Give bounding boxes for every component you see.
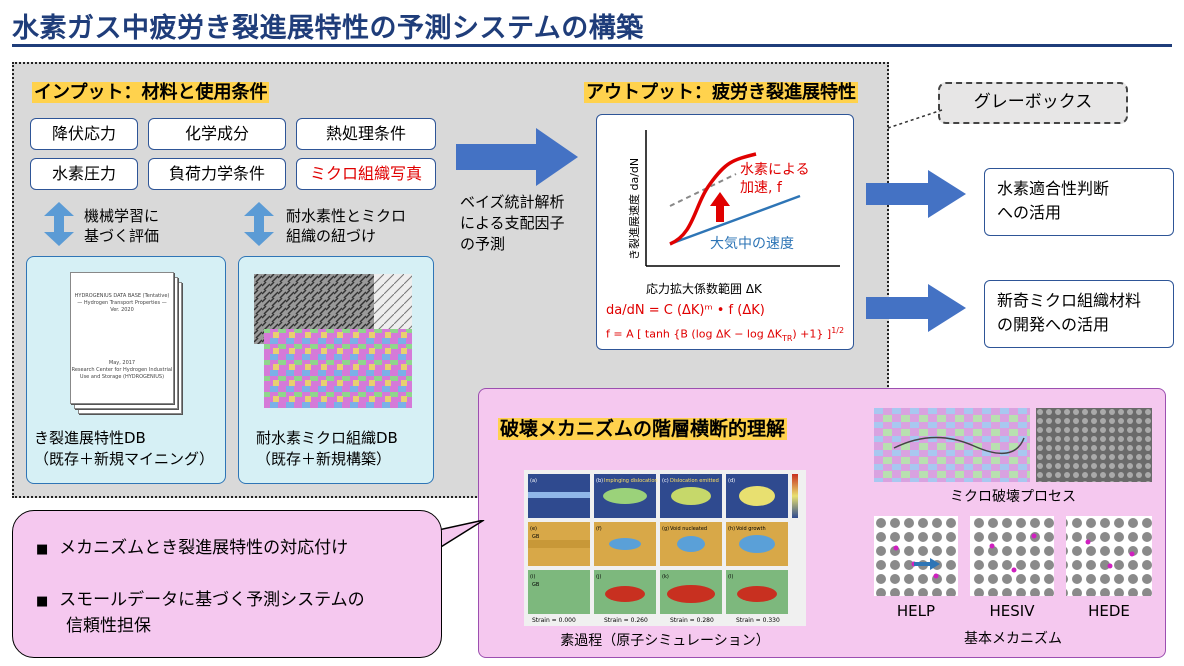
chart-axes: [645, 130, 840, 267]
hydrogen-acceleration-label-2: 加速, f: [740, 180, 783, 196]
micro-fracture-images: [874, 408, 1152, 482]
mechanism-hesiv-label: HESIV: [989, 602, 1035, 620]
svg-text:(a): (a): [530, 478, 537, 484]
simulation-row-1: [528, 474, 798, 518]
gray-box-label: グレーボックス: [938, 82, 1128, 124]
chart-ylabel: き裂進展速度 da/dN: [627, 158, 641, 260]
output-heading: アウトプット：疲労き裂進展特性: [584, 82, 858, 103]
bidirectional-arrow-icon: [244, 202, 274, 246]
bullet-small-data-reliability: ■ スモールデータに基づく予測システムの 信頼性担保: [36, 590, 365, 636]
help-lattice: [874, 516, 958, 596]
svg-text:Dislocation emitted: Dislocation emitted: [670, 478, 719, 484]
svg-text:(l): (l): [728, 574, 733, 580]
air-rate-line: [669, 194, 801, 246]
callout-bubble: [12, 510, 442, 658]
svg-text:(b): (b): [596, 478, 603, 484]
microstructure-note: 耐水素性とミクロ組織の紐づけ: [286, 207, 407, 245]
crack-growth-chart-box: [596, 114, 854, 350]
simulation-row-3: [528, 570, 788, 614]
svg-text:(i): (i): [530, 574, 535, 580]
svg-text:(k): (k): [662, 574, 669, 580]
title-underline: [12, 44, 1172, 47]
svg-text:Void growth: Void growth: [736, 526, 766, 532]
condition-microstructure-photo: ミクロ組織写真: [296, 158, 436, 190]
atomic-simulation-image: (a) (b) (c) (d) (e) (f) (g) (h) (i) (j) …: [524, 470, 806, 626]
micro-fracture-caption: ミクロ破壊プロセス: [950, 489, 1076, 505]
svg-text:Void nucleated: Void nucleated: [670, 526, 707, 532]
condition-chemical-composition: 化学成分: [148, 118, 286, 150]
svg-text:(f): (f): [596, 526, 602, 532]
database-document-icon: HYDROGENIUS DATA BASE (Tentative) — Hydr…: [70, 272, 174, 404]
bullet-mechanism-correlation: ■ メカニズムとき裂進展特性の対応付け: [36, 538, 349, 558]
svg-text:Strain = 0.280: Strain = 0.280: [670, 617, 714, 624]
svg-text:(h): (h): [728, 526, 735, 532]
hydrogen-rate-curve: [669, 152, 757, 246]
right-arrow-icon: [866, 284, 966, 332]
microstructure-db-label: 耐水素ミクロ組織DB（既存＋新規構築）: [256, 429, 398, 468]
input-heading: インプット：材料と使用条件: [32, 82, 270, 103]
right-arrow-icon: [866, 170, 966, 218]
equation-2: f = A [ tanh {B (log ΔK − log ΔKTR) +1} …: [606, 326, 845, 343]
basic-mechanism-caption: 基本メカニズム: [964, 631, 1062, 647]
svg-text:(c): (c): [662, 478, 669, 484]
condition-yield-stress: 降伏応力: [30, 118, 138, 150]
crack-growth-db-label: き裂進展特性DB（既存＋新規マイニング）: [34, 429, 215, 468]
crack-growth-schematic-chart: 水素による 加速, f 大気中の速度 き裂進展速度 da/dN: [627, 130, 840, 267]
svg-text:Strain = 0.260: Strain = 0.260: [604, 617, 648, 624]
mechanism-title: 破壊メカニズムの階層横断的理解: [498, 418, 788, 440]
svg-text:Impinging dislocation: Impinging dislocation: [604, 478, 658, 484]
equation-1: da/dN = C (ΔK)ᵐ • f (ΔK): [606, 303, 765, 318]
svg-text:(j): (j): [596, 574, 601, 580]
hydrogen-acceleration-label-1: 水素による: [740, 162, 810, 178]
svg-text:(d): (d): [728, 478, 735, 484]
use-new-microstructure: 新奇ミクロ組織材料の開発への活用: [984, 280, 1174, 348]
svg-text:(e): (e): [530, 526, 537, 532]
right-arrow-icon: [456, 128, 578, 186]
svg-text:GB: GB: [532, 534, 540, 540]
analysis-note: ベイズ統計解析による支配因子の予測: [460, 193, 565, 253]
svg-text:(g): (g): [662, 526, 669, 532]
mechanism-lattice-images: [874, 516, 1152, 596]
chart-xlabel: 応力拡大係数範囲 ΔK: [646, 282, 762, 296]
condition-heat-treatment: 熱処理条件: [296, 118, 436, 150]
ml-note: 機械学習に基づく評価: [84, 207, 160, 245]
microstructure-images: [254, 274, 412, 408]
air-rate-label: 大気中の速度: [710, 236, 794, 252]
page-title: 水素ガス中疲労き裂進展特性の予測システムの構築: [12, 13, 644, 44]
svg-text:Strain = 0.330: Strain = 0.330: [736, 617, 780, 624]
mechanism-help-label: HELP: [896, 602, 936, 620]
hesiv-lattice: [970, 516, 1054, 596]
condition-loading: 負荷力学条件: [148, 158, 286, 190]
bidirectional-arrow-icon: [44, 202, 74, 246]
acceleration-arrow-icon: [710, 192, 730, 222]
condition-hydrogen-pressure: 水素圧力: [30, 158, 138, 190]
hede-lattice: [1066, 516, 1152, 596]
use-hydrogen-compatibility: 水素適合性判断への活用: [984, 168, 1174, 236]
mechanism-hede-label: HEDE: [1088, 602, 1130, 620]
svg-text:GB: GB: [532, 582, 540, 588]
hydrogen-extrapolation-line: [669, 173, 737, 207]
svg-text:Strain = 0.000: Strain = 0.000: [532, 617, 576, 624]
atomic-simulation-caption: 素過程（原子シミュレーション）: [560, 633, 770, 649]
simulation-row-2: [528, 522, 788, 566]
gray-box-pointer: [887, 109, 943, 129]
